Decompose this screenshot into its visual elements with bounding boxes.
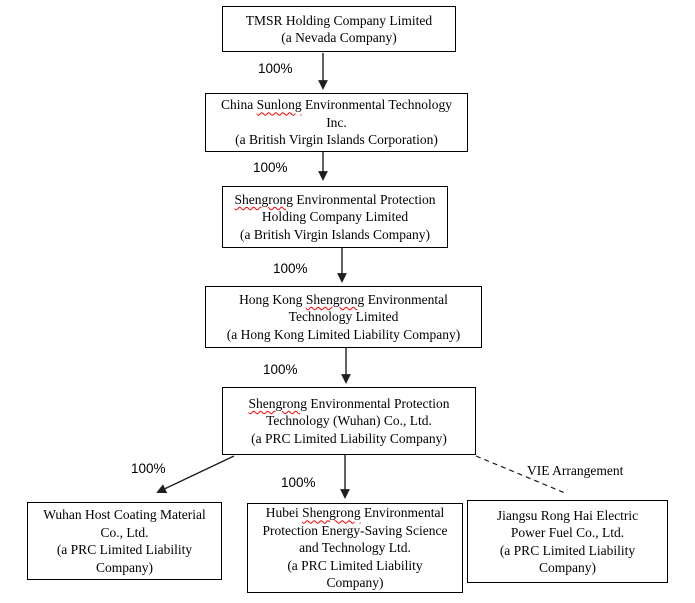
company-name-line3: and Technology Ltd. [299, 540, 411, 556]
company-name: Hong Kong Shengrong Environmental [239, 291, 448, 309]
company-jurisdiction: (a PRC Limited Liability [499, 542, 636, 558]
arrow-wuhan-to-host [156, 455, 235, 494]
company-name: Shengrong Environmental Protection [235, 191, 436, 209]
ownership-label-tmsr-sunlong: 100% [258, 61, 293, 76]
org-box-hubei-shengrong: Hubei Shengrong Environmental Protection… [247, 503, 463, 593]
company-jurisdiction: (a Nevada Company) [281, 30, 397, 45]
company-name: Wuhan Host Coating Material [43, 507, 206, 522]
company-jurisdiction: (a PRC Limited Liability [56, 542, 193, 557]
company-name-line2: Power Fuel Co., Ltd. [510, 525, 625, 540]
company-name-line2: Technology (Wuhan) Co., Ltd. [266, 413, 432, 429]
company-jurisdiction: (a PRC Limited Liability [287, 557, 423, 573]
text-segment: Environmental [364, 291, 448, 307]
org-box-shengrong-wuhan: Shengrong Environmental Protection Techn… [222, 387, 476, 455]
company-jurisdiction: (a PRC Limited Liability Company) [251, 430, 447, 446]
company-jurisdiction-line2: Company) [326, 575, 384, 591]
company-jurisdiction: (a British Virgin Islands Corporation) [235, 132, 438, 148]
text-segment: Hubei [265, 505, 303, 521]
company-name-line2: Protection Energy-Saving Science [262, 522, 448, 538]
dashed-line-vie-arrangement [475, 455, 566, 494]
text-segment: Environmental Technology [301, 97, 452, 113]
org-box-shengrong-holding: Shengrong Environmental Protection Holdi… [222, 186, 448, 248]
company-jurisdiction: (a Hong Kong Limited Liability Company) [226, 326, 461, 342]
org-box-wuhan-host: Wuhan Host Coating Material Co., Ltd. (a… [27, 502, 222, 580]
company-name: China Sunlong Environmental Technology [221, 96, 452, 114]
text-segment: Environmental [360, 505, 445, 521]
company-jurisdiction-line2: Company) [539, 560, 596, 575]
text-segment: Environmental Protection [307, 395, 450, 411]
company-name: Shengrong Environmental Protection [249, 395, 450, 413]
org-box-tmsr: TMSR Holding Company Limited (a Nevada C… [222, 6, 456, 52]
company-name: Jiangsu Rong Hai Electric [496, 507, 639, 523]
text-segment: Hong Kong [239, 291, 306, 307]
company-name: TMSR Holding Company Limited [245, 12, 433, 28]
ownership-label-hk-wuhan: 100% [263, 362, 298, 377]
spellcheck-flagged-word: Shengrong [302, 505, 361, 521]
spellcheck-flagged-word: Shengrong [234, 191, 294, 207]
spellcheck-flagged-word: Shengrong [305, 291, 365, 307]
ownership-label-holding-hk: 100% [273, 261, 308, 276]
spellcheck-flagged-word: Sunlong [256, 97, 302, 113]
company-name-line2: Inc. [326, 114, 347, 130]
org-box-jiangsu-ronghai: Jiangsu Rong Hai Electric Power Fuel Co.… [467, 500, 668, 583]
text-segment: Environmental Protection [293, 191, 436, 207]
ownership-label-wuhan-host: 100% [131, 461, 166, 476]
vie-arrangement-label: VIE Arrangement [527, 463, 624, 478]
org-box-china-sunlong: China Sunlong Environmental Technology I… [205, 93, 468, 152]
company-name-line2: Co., Ltd. [100, 524, 149, 540]
spellcheck-flagged-word: Shengrong [248, 395, 308, 411]
company-name-line2: Technology Limited [288, 309, 399, 325]
ownership-label-wuhan-hubei: 100% [281, 475, 316, 490]
text-segment: China [221, 97, 257, 113]
ownership-label-sunlong-holding: 100% [253, 160, 288, 175]
company-name-line2: Holding Company Limited [261, 209, 409, 225]
org-box-hongkong-shengrong: Hong Kong Shengrong Environmental Techno… [205, 286, 482, 348]
company-jurisdiction-line2: Company) [96, 559, 153, 575]
company-jurisdiction: (a British Virgin Islands Company) [240, 226, 430, 242]
company-name: Hubei Shengrong Environmental [266, 504, 444, 522]
